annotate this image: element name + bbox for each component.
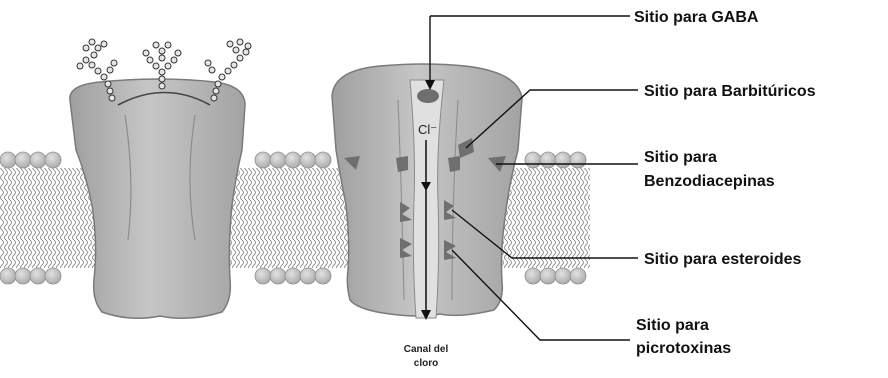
lipid-head [0, 268, 16, 284]
picrotoxin-site-label-line1: Sitio para [636, 317, 709, 334]
lipid-head [525, 152, 541, 168]
lipid-head [45, 268, 61, 284]
receptor-side-view [70, 39, 251, 318]
lipid-head [540, 152, 556, 168]
barbiturate-site-label: Sitio para Barbitúricos [644, 83, 816, 100]
lipid-head [270, 268, 286, 284]
lipid-head [315, 268, 331, 284]
benzodiazepine-site-label-line1: Sitio para [644, 149, 717, 166]
lipid-head [45, 152, 61, 168]
lipid-head [300, 152, 316, 168]
lipid-head [570, 152, 586, 168]
lipid-head [315, 152, 331, 168]
lipid-head [30, 268, 46, 284]
picrotoxin-site-label-line2: picrotoxinas [636, 340, 731, 357]
lipid-head [555, 152, 571, 168]
chloride-ion-label: Cl⁻ [418, 122, 437, 137]
gaba-binding-site [417, 89, 439, 103]
lipid-head [15, 152, 31, 168]
inner-site-right [448, 156, 460, 172]
lipid-head [570, 268, 586, 284]
benzodiazepine-site-label-line2: Benzodiacepinas [644, 173, 775, 190]
inner-site-left [396, 156, 408, 172]
channel-label-line2: cloro [414, 358, 438, 369]
lipid-head [525, 268, 541, 284]
steroid-site-label: Sitio para esteroides [644, 251, 801, 268]
channel-label-line1: Canal del [404, 344, 449, 355]
lipid-head [285, 268, 301, 284]
lipid-head [300, 268, 316, 284]
lipid-head [255, 268, 271, 284]
lipid-head [285, 152, 301, 168]
lipid-head [15, 268, 31, 284]
receptor-body [70, 79, 245, 318]
receptor-cross-section: Cl⁻ [332, 64, 522, 320]
gaba-site-label: Sitio para GABA [634, 9, 759, 26]
lipid-head [30, 152, 46, 168]
lipid-head [270, 152, 286, 168]
lipid-head [0, 152, 16, 168]
lipid-head [255, 152, 271, 168]
lipid-head [555, 268, 571, 284]
lipid-head [540, 268, 556, 284]
